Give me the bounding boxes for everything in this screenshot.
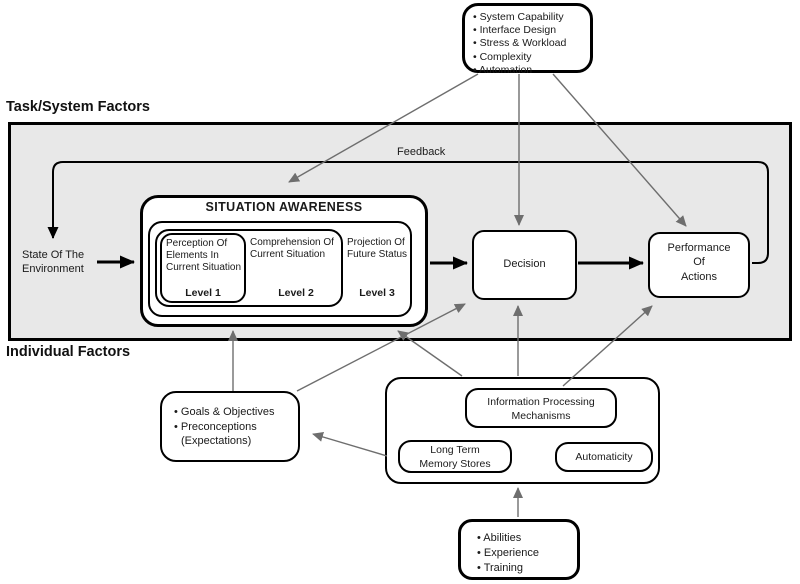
decision-box: Decision xyxy=(472,230,577,300)
abilities-item: • Experience xyxy=(477,546,539,559)
information-processing-box: Information Processing Mechanisms xyxy=(465,388,617,428)
system-factors-item: • Interface Design xyxy=(473,24,557,37)
system-factors-item: • Stress & Workload xyxy=(473,37,567,50)
abilities-item: • Abilities xyxy=(477,532,522,544)
feedback-label: Feedback xyxy=(397,146,446,158)
long-term-memory-box: Long Term Memory Stores xyxy=(398,440,512,473)
goals-box: • Goals & Objectives • Preconceptions (E… xyxy=(160,391,300,462)
arrow-mechanisms-to-goals xyxy=(312,432,388,457)
system-factors-item: • Complexity xyxy=(473,50,532,63)
automaticity-box: Automaticity xyxy=(555,442,653,472)
level1-text: Perception Of Elements In Current Situat… xyxy=(166,238,242,273)
level2-text: Comprehension Of Current Situation xyxy=(250,237,334,260)
level2-label: Level 2 xyxy=(278,287,314,299)
task-system-factors-label: Task/System Factors xyxy=(6,99,150,115)
decision-label: Decision xyxy=(503,258,546,270)
performance-box: Performance Of Actions xyxy=(648,232,750,298)
level3-label: Level 3 xyxy=(359,287,395,299)
situation-awareness-title: SITUATION AWARENESS xyxy=(205,200,363,214)
level3-text: Projection Of Future Status xyxy=(347,237,408,260)
abilities-box: • Abilities • Experience • Training xyxy=(458,519,580,580)
abilities-item: • Training xyxy=(477,561,524,574)
system-factors-item: • System Capability xyxy=(473,11,564,23)
system-factors-item: • Automation xyxy=(473,63,533,76)
goals-item: • Goals & Objectives xyxy=(174,406,275,418)
individual-factors-label: Individual Factors xyxy=(6,344,131,360)
state-of-environment-label: State Of The Environment xyxy=(22,249,85,275)
level1-label: Level 1 xyxy=(185,287,221,299)
goals-item: (Expectations) xyxy=(181,435,252,448)
system-factors-box: • System Capability • Interface Design •… xyxy=(462,3,593,76)
goals-item: • Preconceptions xyxy=(174,420,257,433)
